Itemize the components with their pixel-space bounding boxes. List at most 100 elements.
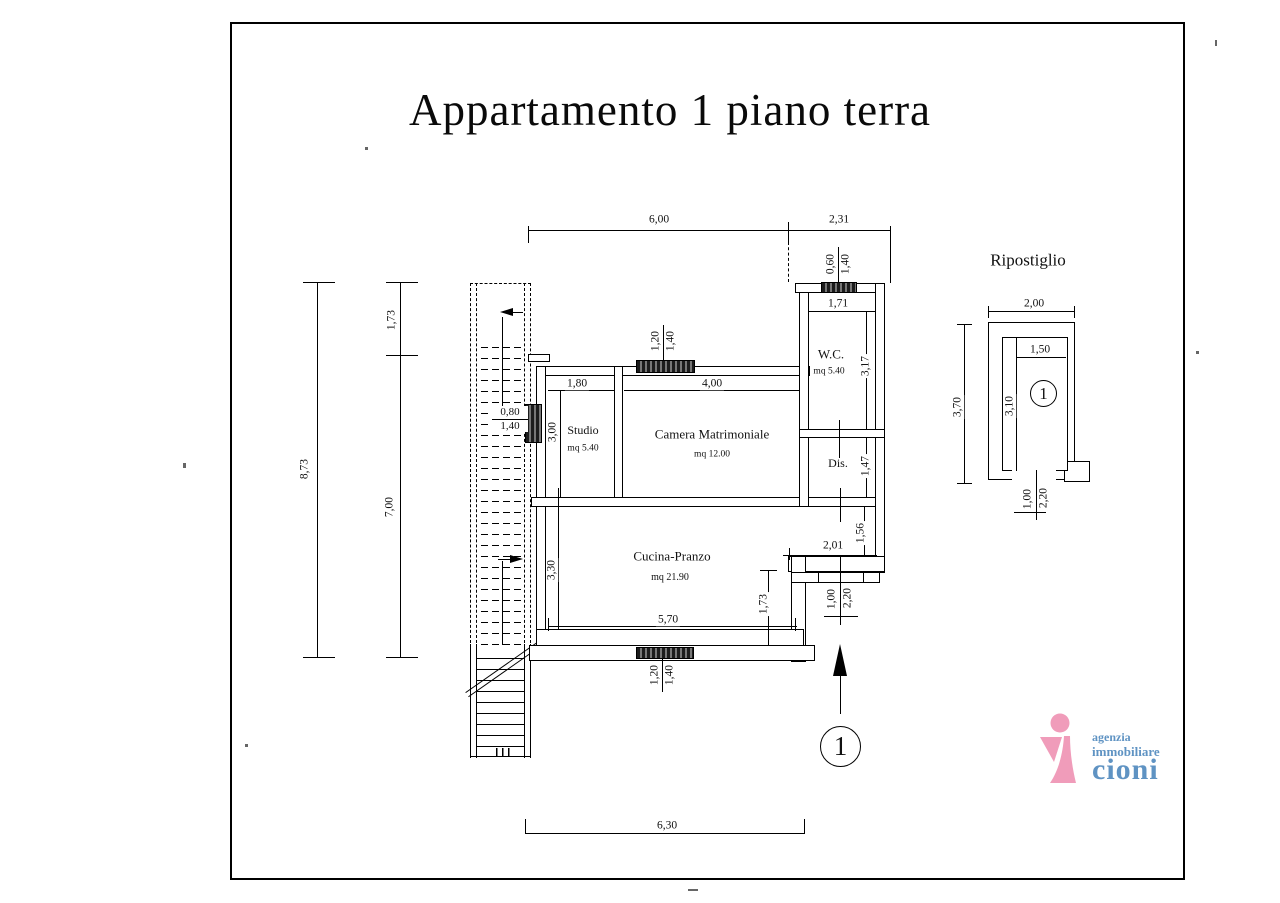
- page-title: Appartamento 1 piano terra: [408, 85, 932, 135]
- room-area-studio: mq 5.40: [567, 443, 599, 454]
- dim-entry-width: 1,00: [825, 586, 838, 612]
- dim-studio-width: 1,80: [564, 377, 590, 390]
- stair-rail: [470, 644, 477, 758]
- extension-tick: [788, 222, 790, 242]
- stair-direction-line: [502, 561, 504, 645]
- dim-bottom-total: 6,30: [654, 819, 680, 832]
- dim-left-total: 8,73: [298, 456, 311, 482]
- dim-wc-height: 3,17: [859, 353, 872, 379]
- scan-speck: [1196, 351, 1199, 354]
- stair-top-edge: [470, 283, 531, 284]
- extension-tick: [386, 282, 418, 284]
- extension-tick: [988, 306, 990, 318]
- extension-tick: [525, 819, 527, 834]
- dimension-line: [624, 390, 800, 392]
- dim-cucina-inner: 1,73: [757, 591, 770, 617]
- entry-step-divider: [863, 572, 865, 583]
- logo-line1: agenzia: [1092, 730, 1131, 744]
- stair-treads: [477, 648, 524, 756]
- extension-tick: [386, 657, 418, 659]
- scan-speck: [365, 147, 368, 150]
- dimension-line: [525, 833, 805, 835]
- rip-marker-badge: 1: [1030, 380, 1057, 407]
- rip-door-line: [1036, 470, 1038, 520]
- scan-speck: [688, 889, 698, 891]
- room-label-studio: Studio: [567, 423, 599, 437]
- dimension-line: [964, 325, 966, 484]
- logo-line3: cioni: [1092, 753, 1159, 786]
- dim-camera-width: 4,00: [699, 377, 725, 390]
- stair-rail-dashed: [470, 283, 477, 648]
- extension-tick: [760, 570, 777, 572]
- extension-tick: [303, 657, 335, 659]
- window-dim-divider: [838, 247, 840, 283]
- stair-direction-line: [502, 317, 504, 417]
- wall: [528, 354, 550, 362]
- window-hatch-wc: [821, 282, 857, 293]
- dimension-line: [548, 626, 797, 628]
- dim-nook-width: 2,01: [820, 539, 846, 552]
- dim-left-lower: 7,00: [383, 494, 396, 520]
- room-label-camera: Camera Matrimoniale: [654, 426, 770, 442]
- door-opening: [817, 430, 825, 437]
- extension-tick: [548, 618, 550, 631]
- stair-rail: [524, 644, 531, 758]
- extension-tick: [528, 226, 530, 243]
- extension-tick: [804, 819, 806, 834]
- wall-wc-dis-divider: [799, 429, 885, 438]
- dimension-line: [528, 230, 890, 232]
- wall-right-outer: [875, 283, 885, 573]
- dimension-line: [317, 283, 319, 658]
- dim-stair-door-w: 0,80: [492, 406, 528, 420]
- extension-tick: [957, 324, 972, 326]
- stair-arrow-icon: [500, 308, 513, 316]
- dim-rip-inner-h: 3,10: [1003, 393, 1016, 419]
- window-hatch-kitchen: [636, 647, 694, 659]
- door-opening: [851, 430, 859, 437]
- dim-camera-window-h: 1,40: [664, 328, 677, 354]
- dim-dis-height: 1,47: [859, 453, 872, 479]
- entry-step-divider: [818, 572, 820, 583]
- room-area-camera: mq 12.00: [694, 449, 730, 460]
- extension-tick: [890, 226, 892, 243]
- extension-tick: [795, 618, 797, 631]
- unit-marker-badge: 1: [820, 726, 861, 767]
- extension-tick: [303, 282, 335, 284]
- dimension-line: [560, 390, 562, 497]
- north-arrow-icon: [833, 644, 847, 676]
- dimension-line: [1016, 337, 1018, 471]
- room-label-dis: Dis.: [828, 456, 848, 470]
- rip-door-opening: [1012, 469, 1056, 482]
- entry-step: [791, 572, 880, 583]
- dim-left-upper: 1,73: [385, 307, 398, 333]
- door-opening: [695, 498, 715, 506]
- wall-wc-left: [799, 284, 809, 507]
- rip-wall-notch: [1064, 461, 1090, 482]
- scan-speck: [183, 463, 186, 468]
- dim-wc-window-w: 0,60: [824, 251, 837, 277]
- dim-kitchen-window-h: 1,40: [663, 662, 676, 688]
- dimension-line: [988, 311, 1075, 313]
- extension-tick: [386, 355, 418, 357]
- scan-speck: [1215, 40, 1217, 46]
- stair-arrow-tail: [498, 559, 511, 561]
- dim-top-right: 2,31: [826, 213, 852, 226]
- ripostiglio-title: Ripostiglio: [990, 250, 1066, 270]
- wall-divider-studio-camera: [614, 366, 623, 507]
- extension-line-dashed: [788, 242, 789, 282]
- dim-rip-inner-w: 1,50: [1027, 343, 1053, 356]
- stair-rail-dashed: [524, 283, 531, 648]
- dimension-line: [548, 390, 615, 392]
- window-dim-divider: [663, 325, 665, 361]
- stair-arrow-icon: [510, 555, 523, 563]
- extension-tick: [789, 548, 791, 560]
- dimension-line: [400, 283, 402, 658]
- room-label-cucina: Cucina-Pranzo: [633, 548, 711, 564]
- dim-entry-height: 2,20: [841, 585, 854, 611]
- door-line: [839, 420, 841, 458]
- dimension-line: [1016, 357, 1066, 359]
- scan-speck: [245, 744, 248, 747]
- dimension-line: [803, 311, 876, 313]
- door-line: [558, 488, 560, 518]
